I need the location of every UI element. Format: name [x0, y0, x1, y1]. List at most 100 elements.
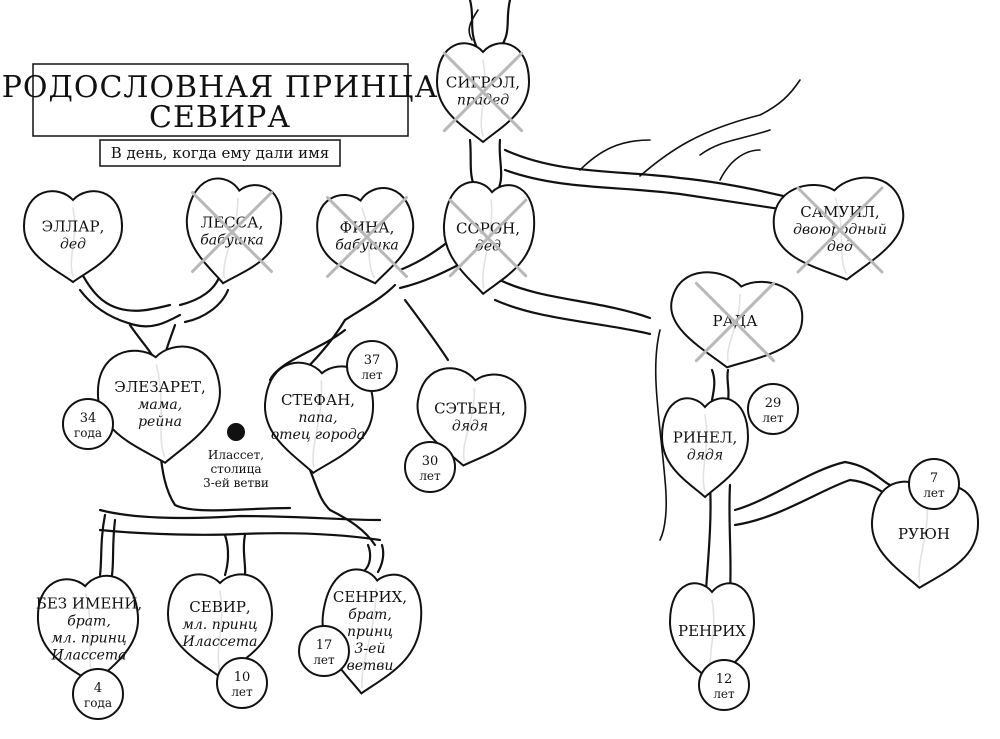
leaf-vein: [482, 199, 493, 289]
person-relation: папа,: [298, 410, 337, 426]
deceased-cross-icon: [326, 196, 408, 278]
age-number: 29: [765, 396, 782, 411]
subtitle: В день, когда ему дали имя: [111, 144, 330, 162]
leaf-sigrol: СИГРОЛ,прадед: [435, 42, 531, 144]
person-relation: мама,: [138, 397, 182, 413]
age-circle: [298, 625, 350, 677]
age-circle: [747, 383, 799, 435]
age-circle: [346, 340, 398, 392]
deceased-cross-icon: [796, 186, 884, 274]
title-frame: [32, 63, 409, 137]
person-relation: дед: [60, 237, 86, 253]
person-relation: дядя: [452, 419, 488, 435]
person-relation: бабушка: [335, 238, 399, 254]
age-circle: [698, 659, 750, 711]
age-number: 37: [364, 353, 381, 368]
person-relation: дядя: [687, 448, 723, 464]
deceased-cross-icon: [191, 191, 273, 273]
leaf-vein: [462, 387, 475, 461]
age-circle: [62, 398, 114, 450]
person-relation: отец города: [271, 427, 365, 443]
person-relation: Илассета: [181, 634, 257, 650]
person-relation: бабушка: [200, 233, 264, 249]
person-relation: прадед: [457, 93, 509, 109]
age-number: 17: [316, 638, 333, 653]
leaf-shape: [97, 345, 221, 465]
person-name: БЕЗ ИМЕНИ,: [36, 595, 142, 613]
age-circle: [404, 441, 456, 493]
age-unit: лет: [231, 685, 253, 699]
age-unit: лет: [713, 687, 735, 701]
age-circle: [908, 458, 960, 510]
age-unit: лет: [419, 469, 441, 483]
leaf-vein: [223, 197, 239, 279]
leaf-vein: [834, 197, 847, 275]
leaf-vein: [726, 293, 741, 363]
leaves-layer: СИГРОЛ,прадедСАМУИЛ,двоюродныйдедСОРОН,д…: [22, 42, 979, 720]
person-relation: брат,: [348, 607, 392, 623]
leaf-samuil: САМУИЛ,двоюродныйдед: [772, 176, 905, 281]
leaf-lessa: ЛЕССА,бабушка: [185, 177, 283, 285]
age-circle: [216, 657, 268, 709]
leaf-vein: [155, 364, 166, 458]
person-name: РУЮН: [898, 525, 950, 543]
leaf-shape: [22, 190, 124, 284]
person-relation: мл. принц: [51, 631, 126, 647]
title-line-2: СЕВИРА: [149, 100, 291, 135]
leaf-vein: [702, 414, 708, 492]
location-marker: Илассет, столица 3-ей ветви: [203, 423, 269, 490]
age-circle: [72, 668, 124, 720]
leaf-shape: [660, 397, 750, 499]
person-relation: брат,: [67, 614, 111, 630]
age-unit: лет: [762, 411, 784, 425]
person-relation: мл. принц: [182, 617, 257, 633]
deceased-cross-icon: [442, 51, 524, 133]
person-name: РЕНРИХ: [678, 622, 746, 640]
person-relation: ветви: [347, 658, 394, 674]
person-relation: рейна: [138, 414, 182, 430]
leaf-soron: СОРОН,дед: [443, 181, 536, 296]
city-line-3: 3-ей ветви: [203, 476, 269, 490]
person-name: СЕВИР,: [189, 598, 250, 616]
person-name: СОРОН,: [456, 220, 520, 238]
age-number: 10: [234, 670, 251, 685]
person-relation: принц: [347, 624, 393, 640]
title-block: РОДОСЛОВНАЯ ПРИНЦА СЕВИРА В день, когда …: [2, 63, 439, 167]
deceased-cross-icon: [694, 281, 776, 363]
age-unit: лет: [923, 486, 945, 500]
person-name: ФИНА,: [340, 219, 395, 237]
person-name: САМУИЛ,: [800, 203, 879, 221]
person-name: СЭТЬЕН,: [434, 400, 506, 418]
person-name: РИНЕЛ,: [673, 429, 738, 447]
leaf-fina: ФИНА,бабушка: [316, 187, 415, 285]
person-name: ЭЛЕЗАРЕТ,: [114, 378, 205, 396]
age-unit: года: [74, 426, 102, 440]
subtitle-frame: [99, 139, 341, 167]
title-line-1: РОДОСЛОВНАЯ ПРИНЦА: [2, 70, 439, 105]
leaf-vein: [70, 207, 76, 277]
person-name: ЭЛЛАР,: [42, 218, 105, 236]
age-number: 30: [422, 454, 439, 469]
deceased-cross-icon: [448, 198, 528, 278]
person-name: СТЕФАН,: [281, 391, 355, 409]
person-name: ЛЕССА,: [201, 214, 264, 232]
age-unit: года: [84, 696, 112, 710]
